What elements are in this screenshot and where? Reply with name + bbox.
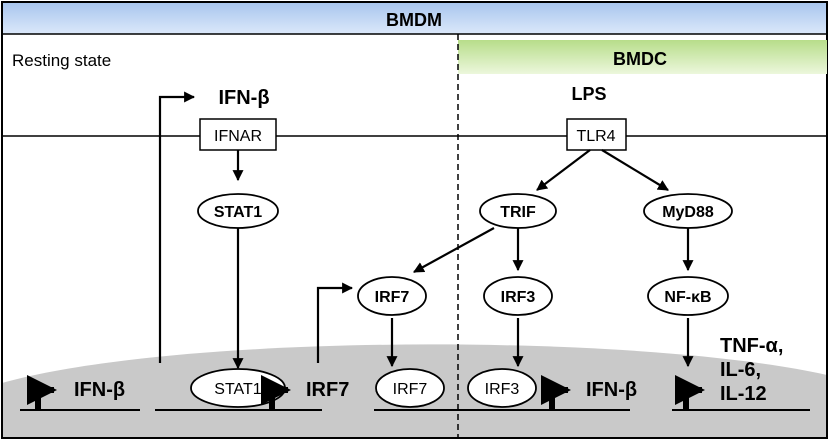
myd88-node-label: MyD88 <box>662 204 714 221</box>
promoter-arrow-ifnb-right <box>541 375 571 410</box>
bmdm-banner <box>3 3 826 34</box>
nuclear-irf3-label: IRF3 <box>485 381 520 398</box>
cytokine-il12: IL-12 <box>720 383 767 405</box>
tlr4-label: TLR4 <box>576 128 615 145</box>
signaling-arrows <box>158 91 694 370</box>
irf3-node <box>483 276 553 316</box>
myd88-node <box>643 193 733 229</box>
nuclear-irf7-label: IRF7 <box>393 381 428 398</box>
bmdc-header <box>458 40 827 74</box>
lps-ligand: LPS <box>571 84 606 104</box>
bmdm-title: BMDM <box>386 10 442 30</box>
tlr4-receptor <box>566 118 627 151</box>
promoter-arrow-irf7 <box>261 375 291 410</box>
irf7-node-label: IRF7 <box>375 289 410 306</box>
promoter-arrows <box>27 375 705 410</box>
outer-frame <box>1 1 828 439</box>
ifnar-receptor <box>199 118 277 151</box>
promoter-arrow-ifnb-left <box>27 375 57 410</box>
resting-state-label: Resting state <box>12 51 111 70</box>
promoter-arrow-cytokines <box>675 375 705 410</box>
ifnar-label: IFNAR <box>214 128 262 145</box>
gene-irf7: IRF7 <box>306 379 349 401</box>
irf7-node <box>357 276 427 316</box>
gene-ifnb-left: IFN-β <box>74 379 125 401</box>
ifn-beta-ligand: IFN-β <box>218 87 269 109</box>
cytokine-tnf: TNF-α, <box>720 335 783 357</box>
gene-ifnb-right: IFN-β <box>586 379 637 401</box>
nuclear-stat1-label: STAT1 <box>214 381 262 398</box>
trif-node-label: TRIF <box>500 204 536 221</box>
stat1-node-label: STAT1 <box>214 204 262 221</box>
nfkb-node <box>647 276 729 316</box>
stat1-node <box>197 193 279 229</box>
trif-node <box>479 193 557 229</box>
cytokine-il6: IL-6, <box>720 359 761 381</box>
nuclear-irf7 <box>375 368 445 408</box>
nfkb-node-label: NF-κB <box>664 289 711 306</box>
bmdc-title: BMDC <box>613 49 667 69</box>
irf3-node-label: IRF3 <box>501 289 536 306</box>
nuclear-irf3 <box>467 368 537 408</box>
